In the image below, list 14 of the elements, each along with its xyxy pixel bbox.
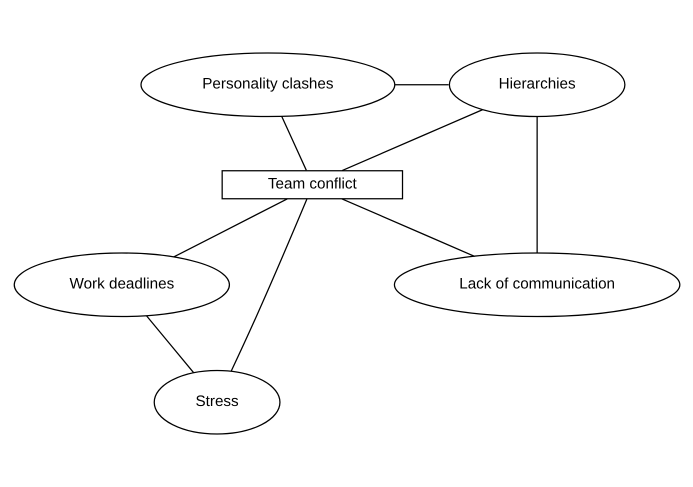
node-ellipse: Hierarchies [448, 52, 626, 118]
connector [145, 315, 194, 374]
connector [394, 84, 448, 86]
node-box: Team conflict [221, 170, 403, 200]
node-ellipse: Stress [153, 370, 280, 435]
connector [341, 109, 482, 172]
connector [172, 198, 288, 258]
node-ellipse: Work deadlines [13, 252, 230, 318]
connector [280, 116, 306, 171]
connector [536, 116, 538, 254]
connector [230, 198, 307, 372]
node-ellipse: Lack of communication [393, 252, 680, 318]
node-ellipse: Personality clashes [140, 52, 395, 118]
connector [340, 198, 474, 257]
